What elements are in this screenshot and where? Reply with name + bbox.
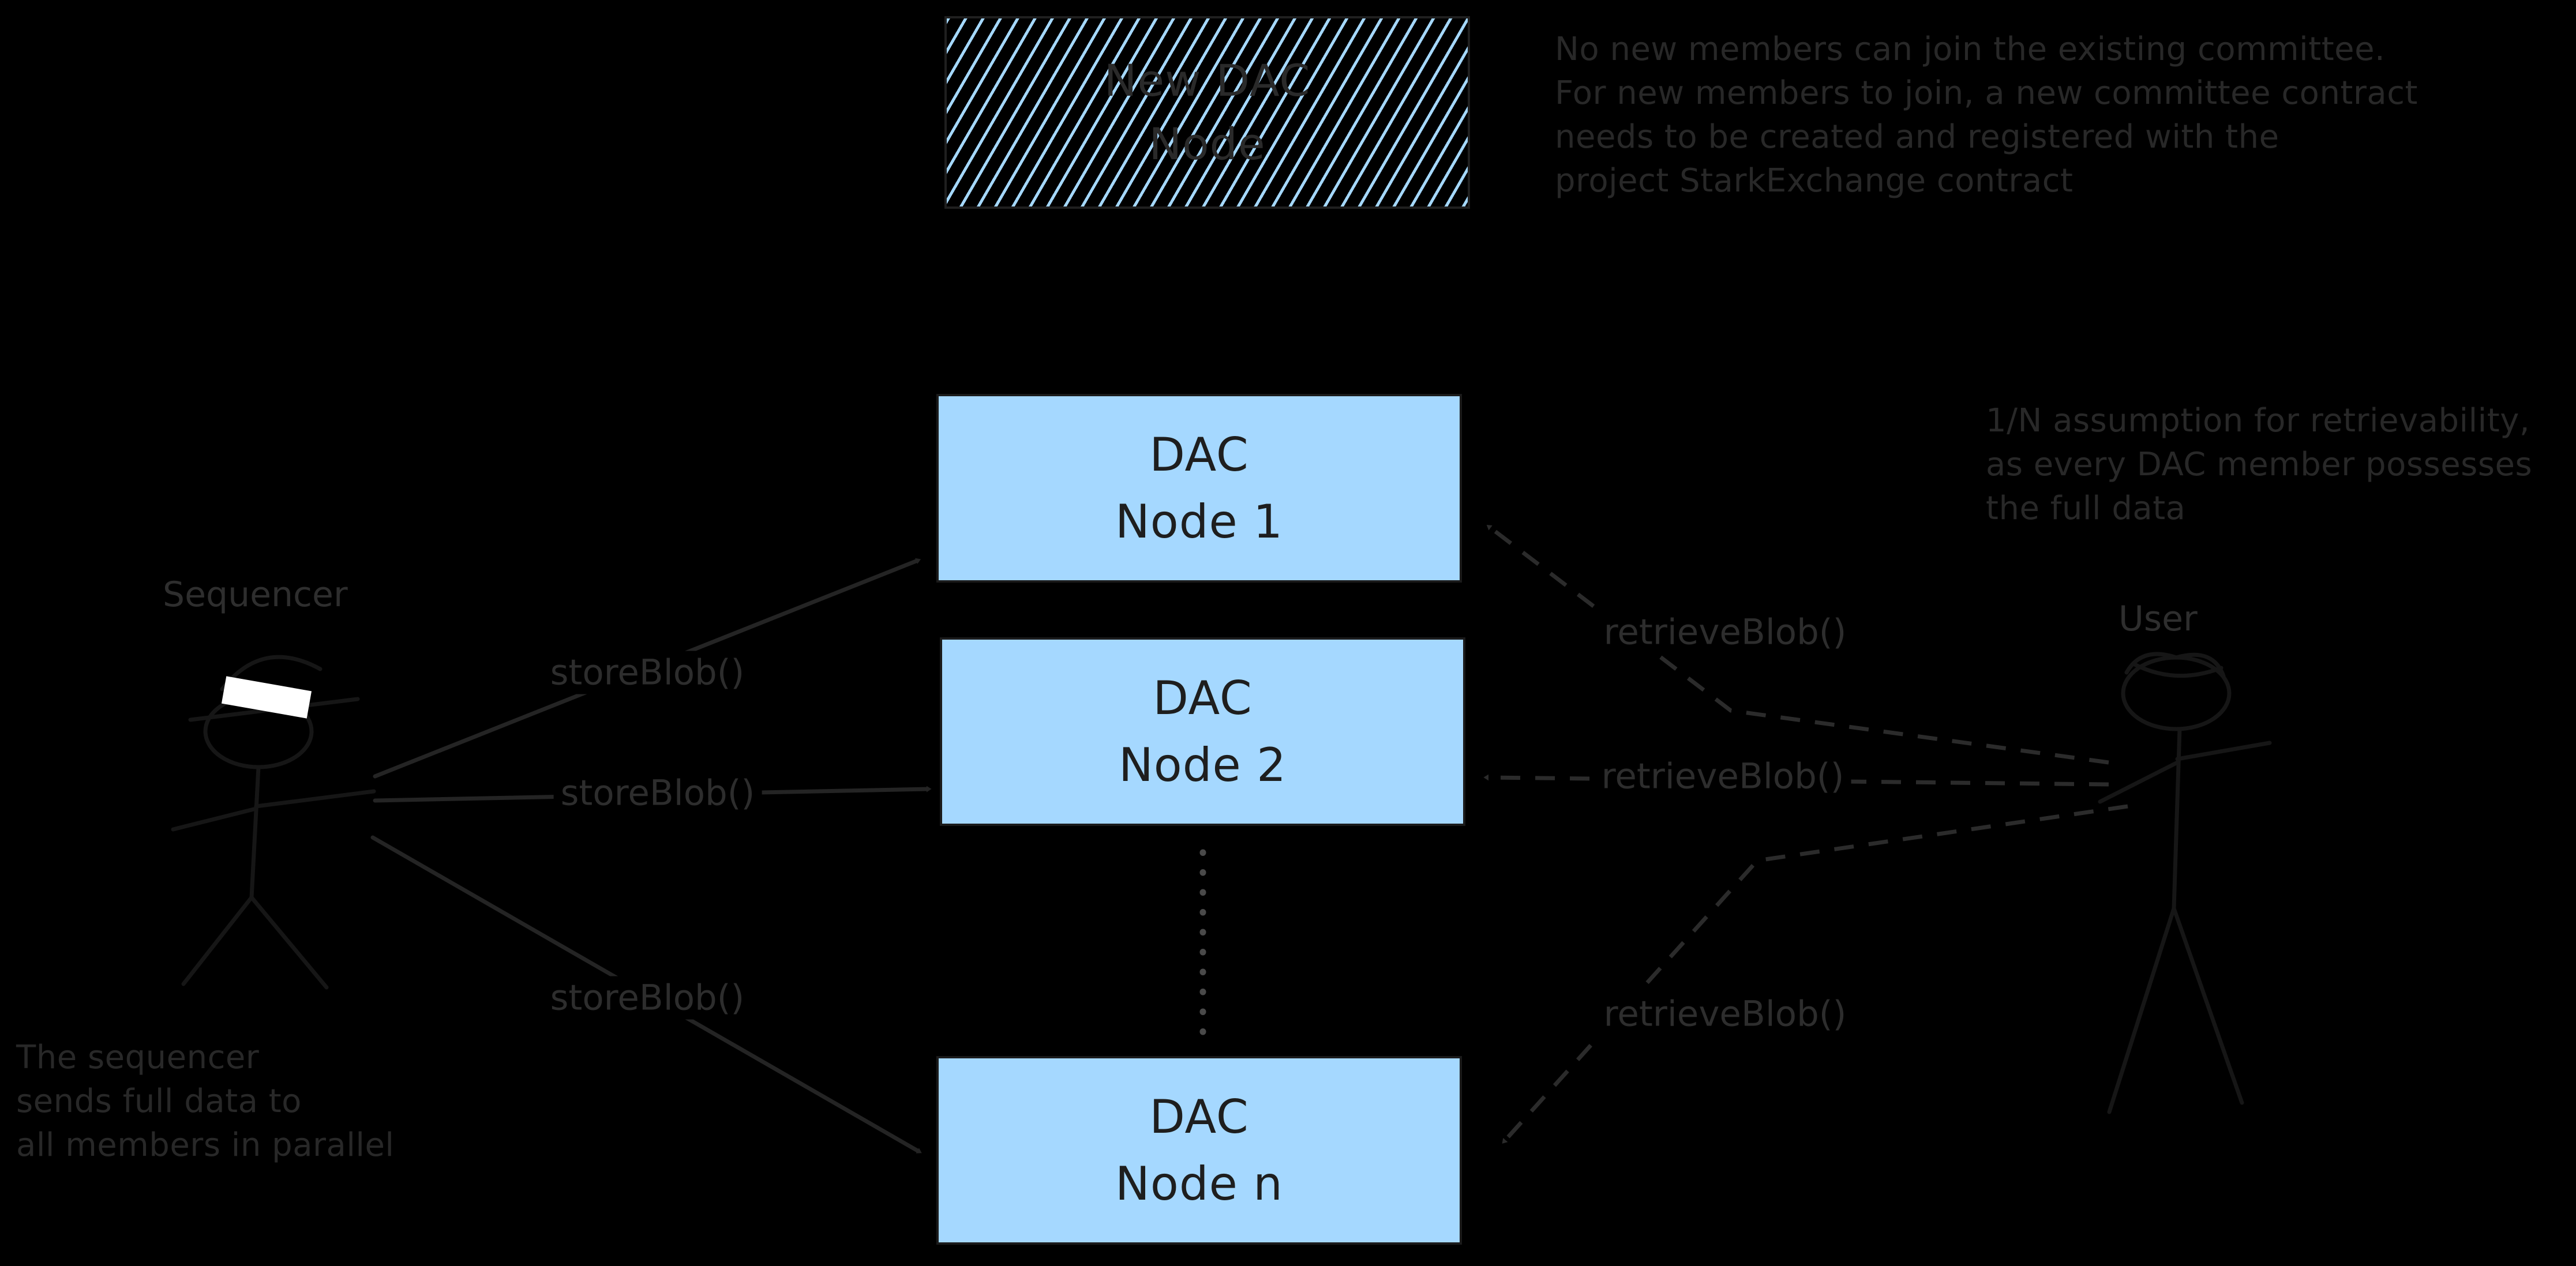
- node-dac-2-line2: Node 2: [1118, 738, 1287, 792]
- retrieveblob-label-3: retrieveBlob(): [1596, 992, 1854, 1036]
- retrievability-note-line: the full data: [1986, 490, 2186, 527]
- retrievability-note-line: 1/N assumption for retrievability,: [1986, 402, 2530, 439]
- node-dac-1-line2: Node 1: [1115, 494, 1284, 549]
- sequencer-note-line: all members in parallel: [16, 1126, 395, 1164]
- committee-note-line: project StarkExchange contract: [1555, 162, 2073, 200]
- user-figure-icon: [2098, 652, 2272, 1114]
- node-dac-2: DAC Node 2: [940, 637, 1465, 826]
- retrieveblob-arrows: [1487, 527, 2128, 1141]
- committee-note: No new members can join the existing com…: [1555, 28, 2418, 203]
- sequencer-hat-band: [221, 676, 312, 719]
- node-dac-n-line2: Node n: [1115, 1156, 1283, 1211]
- committee-note-line: For new members to join, a new committee…: [1555, 74, 2418, 112]
- committee-note-line: needs to be created and registered with …: [1555, 118, 2279, 156]
- retrievability-note-line: as every DAC member possesses: [1986, 446, 2533, 483]
- retrieveblob-arrow-node1: [1490, 527, 2109, 765]
- sequencer-label: Sequencer: [163, 574, 348, 615]
- storeblob-label-2: storeBlob(): [553, 771, 762, 815]
- storeblob-label-3: storeBlob(): [543, 976, 752, 1020]
- retrieveblob-arrow-noden: [1505, 804, 2128, 1141]
- node-new-dac-line1: New DAC: [1104, 55, 1311, 106]
- storeblob-arrows: [370, 561, 928, 1151]
- node-dac-n-line1: DAC: [1149, 1090, 1249, 1144]
- retrievability-note: 1/N assumption for retrievability, as ev…: [1986, 399, 2532, 531]
- node-new-dac: New DAC Node: [944, 16, 1470, 209]
- node-dac-2-line1: DAC: [1153, 671, 1253, 725]
- node-new-dac-line2: Node: [1149, 118, 1266, 170]
- node-dac-n: DAC Node n: [936, 1056, 1462, 1245]
- sequencer-note-line: sends full data to: [16, 1083, 302, 1120]
- node-dac-1-line1: DAC: [1149, 427, 1249, 482]
- retrieveblob-label-1: retrieveBlob(): [1596, 610, 1854, 654]
- sequencer-note-line: The sequencer: [16, 1039, 260, 1076]
- user-label: User: [2118, 599, 2198, 639]
- sequencer-figure-icon: [171, 655, 376, 990]
- retrieveblob-label-2: retrieveBlob(): [1594, 754, 1851, 798]
- committee-note-line: No new members can join the existing com…: [1555, 31, 2386, 68]
- storeblob-label-1: storeBlob(): [543, 651, 752, 694]
- node-dac-1: DAC Node 1: [936, 394, 1462, 583]
- sequencer-note: The sequencer sends full data to all mem…: [16, 1036, 394, 1167]
